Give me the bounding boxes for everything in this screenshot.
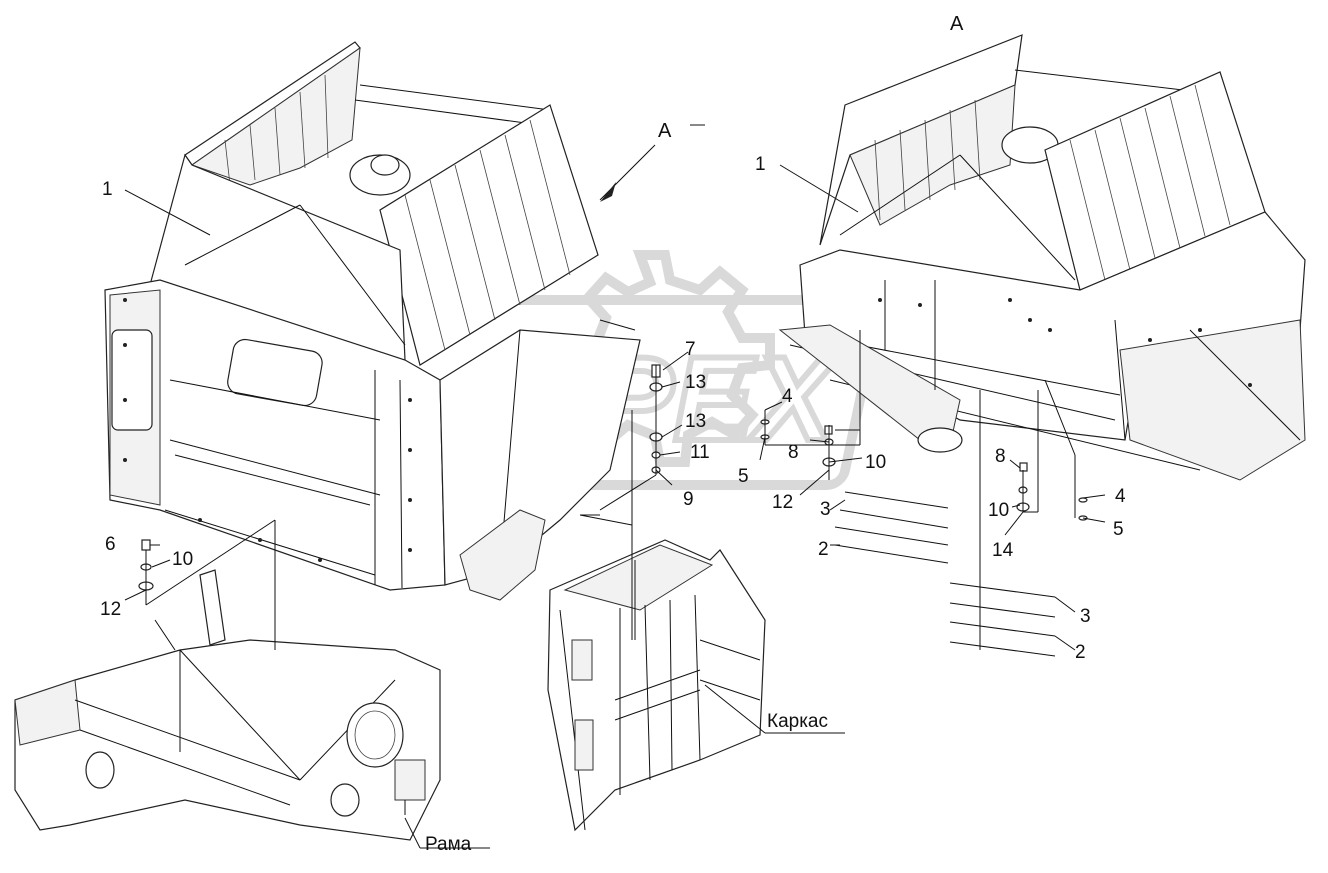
callout-10-left: 10 — [172, 549, 193, 570]
label-carcass: Каркас — [767, 711, 828, 732]
callout-11: 11 — [690, 442, 710, 463]
carcass-assembly — [547, 539, 766, 832]
callout-3-mid: 3 — [820, 499, 831, 520]
callout-13-b: 13 — [685, 411, 706, 432]
callout-12-left: 12 — [100, 599, 121, 620]
cab-left — [104, 41, 641, 601]
callout-labels: А А 1 1 6 10 12 7 13 13 11 9 4 5 8 10 12… — [100, 13, 1126, 855]
callout-2-right: 2 — [1075, 642, 1086, 663]
callout-8-right: 8 — [995, 446, 1006, 467]
frame-assembly — [14, 569, 441, 841]
callout-10-mid: 10 — [865, 452, 886, 473]
callout-4-right: 4 — [1115, 486, 1126, 507]
view-marker-a: А — [950, 13, 964, 35]
callout-7: 7 — [685, 339, 696, 360]
callout-4-mid: 4 — [782, 386, 793, 407]
label-frame: Рама — [425, 834, 472, 855]
callout-5-right: 5 — [1113, 519, 1124, 540]
callout-12-mid: 12 — [772, 492, 793, 513]
callout-1-left: 1 — [102, 179, 113, 200]
callout-2-mid: 2 — [818, 539, 829, 560]
callout-14: 14 — [992, 540, 1014, 561]
cab-right — [778, 34, 1306, 481]
callout-8-mid: 8 — [788, 442, 799, 463]
callout-9: 9 — [683, 489, 694, 510]
leader-lines — [124, 124, 1106, 849]
callout-6: 6 — [105, 534, 116, 555]
view-arrow-label-a: А — [658, 120, 672, 142]
callout-3-right: 3 — [1080, 606, 1091, 627]
callout-13-a: 13 — [685, 372, 706, 393]
callout-5-mid: 5 — [738, 466, 749, 487]
callout-10-right: 10 — [988, 500, 1009, 521]
callout-1-right: 1 — [755, 154, 766, 175]
